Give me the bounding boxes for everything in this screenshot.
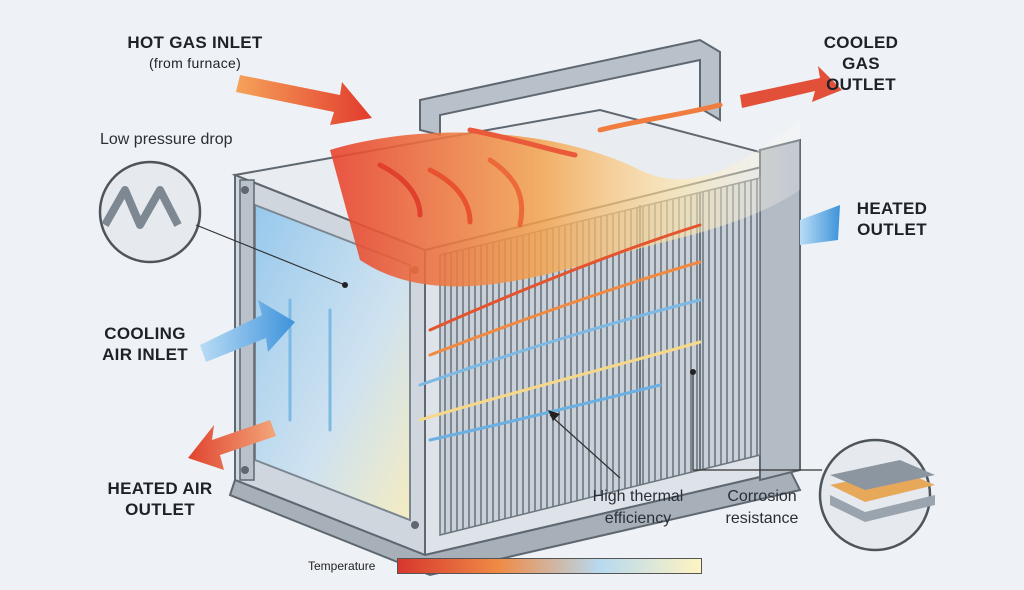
- cooling-air-inlet-arrow: [200, 300, 295, 362]
- hot-gas-inlet-subtitle: (from furnace): [148, 55, 242, 71]
- cooled-gas-outlet-label: COOLED GAS OUTLET: [806, 32, 916, 95]
- cooling-air-face: [239, 179, 419, 529]
- hot-gas-flow: [330, 120, 800, 287]
- gas-flow-arrows: [377, 102, 723, 228]
- cooling-air-inlet-line2: AIR INLET: [102, 345, 188, 364]
- temperature-legend-bar: [397, 558, 702, 574]
- hot-gas-inlet-title: HOT GAS INLET: [127, 33, 263, 52]
- corrosion-resistance-label: Corrosion resistance: [712, 486, 812, 530]
- heated-outlet-line2: OUTLET: [857, 220, 927, 239]
- high-thermal-efficiency-label: High thermal efficiency: [578, 486, 698, 530]
- heated-outlet-label: HEATED OUTLET: [852, 198, 932, 240]
- heated-air-outlet-arrow: [188, 420, 276, 470]
- low-pressure-drop-label: Low pressure drop: [100, 131, 233, 148]
- heated-air-outlet-label: HEATED AIR OUTLET: [95, 478, 225, 520]
- heated-air-outlet-line2: OUTLET: [125, 500, 195, 519]
- corrosion-resistance-line2: resistance: [725, 510, 799, 527]
- high-thermal-efficiency-line1: High thermal: [592, 488, 684, 505]
- internal-flow-arrows: [288, 223, 702, 442]
- high-thermal-efficiency-callout: [548, 410, 621, 479]
- cooling-air-inlet-label: COOLING AIR INLET: [95, 323, 195, 365]
- heated-air-outlet-line1: HEATED AIR: [107, 479, 213, 498]
- hot-gas-inlet-arrow: [236, 75, 372, 125]
- low-pressure-drop-callout: [98, 160, 348, 288]
- hot-gas-inlet-label: HOT GAS INLET (from furnace): [120, 32, 270, 74]
- cooled-gas-outlet-arrow: [740, 66, 842, 108]
- cooling-air-inlet-line1: COOLING: [104, 324, 186, 343]
- high-thermal-efficiency-line2: efficiency: [604, 510, 672, 527]
- heated-outlet-arrow: [800, 205, 840, 245]
- cooled-gas-outlet-line1: COOLED GAS: [823, 33, 899, 73]
- corrosion-resistance-line1: Corrosion: [727, 488, 797, 505]
- heated-outlet-line1: HEATED: [856, 199, 928, 218]
- cooled-gas-outlet-line2: OUTLET: [826, 75, 896, 94]
- corrosion-resistance-callout: [690, 369, 935, 552]
- temperature-legend-title: Temperature: [308, 559, 376, 573]
